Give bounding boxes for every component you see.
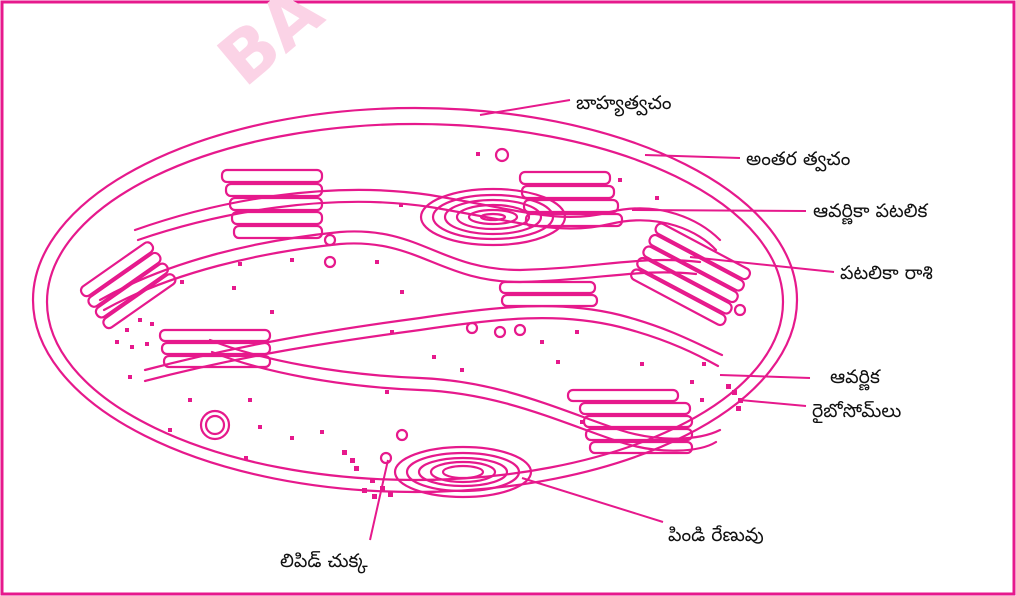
label-lipid-droplet: లిపిడ్ చుక్క xyxy=(280,552,368,571)
stroma-lamella xyxy=(104,243,696,310)
label-starch-grain: పిండి రేణువు xyxy=(668,526,764,545)
stroma-lamella xyxy=(100,231,700,300)
label-stroma: ఆవర్ణిక xyxy=(830,368,880,387)
stroma-lamella xyxy=(135,190,720,240)
label-granum: పటలికా రాశి xyxy=(840,264,933,283)
granum xyxy=(500,282,597,306)
granum xyxy=(79,240,177,330)
leader-line-ribosomes xyxy=(740,400,806,406)
label-inner-membrane: అంతర త్వచం xyxy=(746,150,850,169)
label-ribosomes: రైబోసోమ్‌లు xyxy=(812,402,901,421)
leader-line-stroma-lamella xyxy=(632,210,806,211)
starch-grain xyxy=(421,189,565,245)
granum xyxy=(568,390,692,453)
leader-line-starch-grain xyxy=(522,478,663,522)
watermark: BA xyxy=(203,0,338,102)
leader-line-lipid-droplet xyxy=(370,460,388,540)
leader-line-inner-membrane xyxy=(645,155,740,158)
label-stroma-lamella: ఆవర్ణికా పటలిక xyxy=(813,202,927,221)
label-outer-membrane: బాహ్యత్వచం xyxy=(576,94,672,113)
leader-line-outer-membrane xyxy=(480,100,570,115)
outer-membrane xyxy=(33,108,797,492)
